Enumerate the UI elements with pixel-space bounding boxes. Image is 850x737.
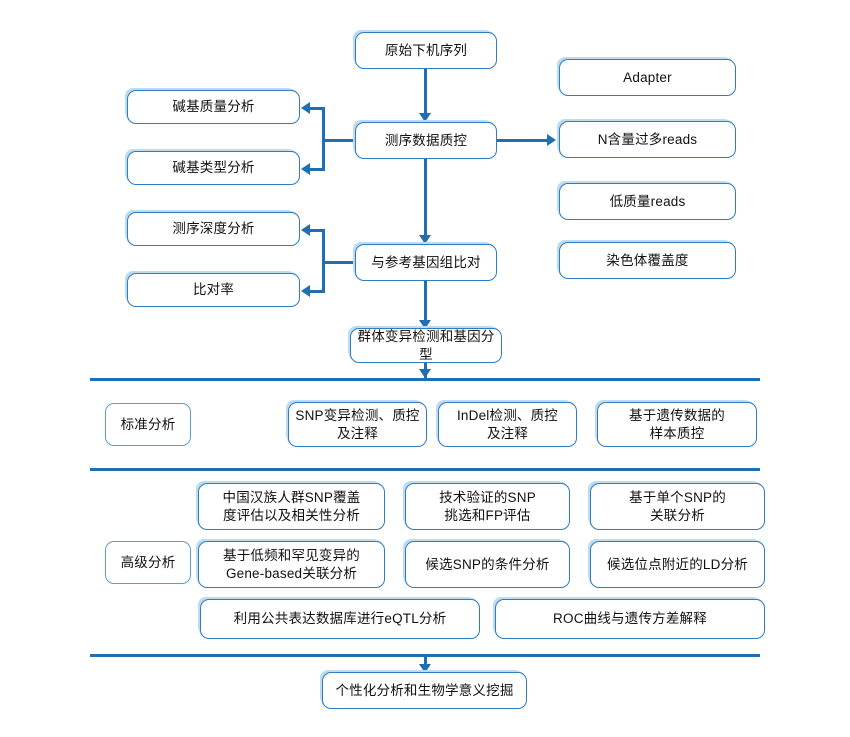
node-chromosome-coverage[interactable]: 染色体覆盖度	[559, 242, 736, 279]
node-personalized-analysis[interactable]: 个性化分析和生物学意义挖掘	[322, 672, 527, 709]
node-label: SNP变异检测、质控 及注释	[295, 407, 420, 441]
node-genetic-data-sample-qc[interactable]: 基于遗传数据的 样本质控	[597, 402, 757, 447]
node-base-quality-analysis[interactable]: 碱基质量分析	[127, 90, 300, 124]
arrowhead-raw-to-qc	[419, 113, 431, 122]
node-data-qc[interactable]: 测序数据质控	[355, 122, 497, 159]
node-label: 中国汉族人群SNP覆盖 度评估以及相关性分析	[222, 489, 361, 523]
section-label-standard-analysis[interactable]: 标准分析	[105, 403, 191, 446]
connector-alignment-to-depth	[310, 229, 324, 232]
connector-alignment-to-variant	[424, 281, 427, 323]
connector-qc-to-base-quality	[310, 107, 324, 110]
arrowhead-qc-to-base-type	[301, 163, 310, 175]
arrowhead-alignment-to-depth	[301, 224, 310, 236]
node-label: 原始下机序列	[384, 42, 468, 58]
node-label: 染色体覆盖度	[606, 252, 689, 268]
arrowhead-alignment-to-rate	[301, 285, 310, 297]
connector-raw-to-qc	[424, 69, 427, 115]
arrowhead-variant-to-standard	[419, 369, 431, 378]
node-candidate-snp-conditional-analysis[interactable]: 候选SNP的条件分析	[405, 541, 570, 588]
node-han-chinese-snp-coverage[interactable]: 中国汉族人群SNP覆盖 度评估以及相关性分析	[198, 483, 385, 530]
connector-alignment-stub-left	[322, 261, 357, 264]
node-validated-snp-selection-fp[interactable]: 技术验证的SNP 挑选和FP评估	[405, 483, 570, 530]
node-candidate-locus-ld-analysis[interactable]: 候选位点附近的LD分析	[590, 541, 765, 588]
node-label: 技术验证的SNP 挑选和FP评估	[439, 489, 536, 523]
node-label: 比对率	[192, 282, 235, 298]
node-indel-detection-qc-annotation[interactable]: InDel检测、质控 及注释	[438, 402, 577, 447]
node-label: 基于低频和罕见变异的 Gene-based关联分析	[223, 547, 360, 581]
node-label: ROC曲线与遗传方差解释	[553, 611, 707, 627]
node-label: 碱基质量分析	[172, 99, 255, 115]
node-sequencing-depth-analysis[interactable]: 测序深度分析	[127, 212, 300, 246]
node-base-type-analysis[interactable]: 碱基类型分析	[127, 151, 300, 185]
arrowhead-qc-to-filter	[547, 134, 556, 146]
node-label: 利用公共表达数据库进行eQTL分析	[233, 611, 447, 627]
connector-alignment-bracket	[322, 229, 325, 293]
node-label: 基于遗传数据的 样本质控	[629, 407, 725, 441]
divider-advanced-analysis-top	[90, 468, 760, 471]
node-single-snp-association[interactable]: 基于单个SNP的 关联分析	[590, 483, 765, 530]
node-filter-high-n-reads[interactable]: N含量过多reads	[559, 121, 736, 158]
node-label: Adapter	[623, 69, 672, 85]
node-label: N含量过多reads	[597, 131, 698, 147]
node-label: 碱基类型分析	[172, 160, 255, 176]
node-variant-calling[interactable]: 群体变异检测和基因分型	[350, 328, 502, 363]
connector-qc-to-filter	[497, 139, 549, 142]
node-reference-alignment[interactable]: 与参考基因组比对	[355, 244, 497, 281]
node-label: 候选位点附近的LD分析	[607, 556, 748, 572]
node-raw-sequence[interactable]: 原始下机序列	[355, 32, 497, 69]
arrowhead-alignment-to-variant	[419, 320, 431, 329]
connector-qc-to-base-type	[310, 168, 324, 171]
node-gene-based-rare-variant-association[interactable]: 基于低频和罕见变异的 Gene-based关联分析	[198, 541, 385, 588]
arrowhead-qc-to-base-quality	[301, 102, 310, 114]
node-filter-adapter[interactable]: Adapter	[559, 59, 736, 96]
node-label: 测序数据质控	[384, 132, 468, 148]
node-filter-low-quality-reads[interactable]: 低质量reads	[559, 183, 736, 220]
connector-alignment-to-rate	[310, 290, 324, 293]
arrowhead-qc-to-alignment	[419, 235, 431, 244]
node-label: 低质量reads	[609, 193, 686, 209]
section-label-text: 标准分析	[120, 416, 176, 432]
node-public-expression-eqtl-analysis[interactable]: 利用公共表达数据库进行eQTL分析	[200, 599, 480, 639]
node-label: 与参考基因组比对	[371, 254, 481, 270]
node-label: 候选SNP的条件分析	[425, 556, 550, 572]
node-label: 测序深度分析	[172, 221, 255, 237]
node-snp-detection-qc-annotation[interactable]: SNP变异检测、质控 及注释	[288, 402, 427, 447]
node-roc-curve-variance-explained[interactable]: ROC曲线与遗传方差解释	[495, 599, 765, 639]
divider-standard-analysis-top	[90, 378, 760, 381]
section-label-advanced-analysis[interactable]: 高级分析	[105, 541, 191, 584]
section-label-text: 高级分析	[120, 554, 176, 570]
connector-qc-bracket	[322, 107, 325, 171]
node-alignment-rate[interactable]: 比对率	[127, 273, 300, 307]
arrowhead-rule-to-final	[419, 664, 431, 673]
node-label: 群体变异检测和基因分型	[357, 328, 495, 362]
node-label: InDel检测、质控 及注释	[456, 407, 558, 441]
node-label: 基于单个SNP的 关联分析	[629, 489, 726, 523]
node-label: 个性化分析和生物学意义挖掘	[335, 682, 514, 698]
connector-qc-stub-left	[322, 139, 357, 142]
connector-qc-to-alignment	[424, 159, 427, 237]
